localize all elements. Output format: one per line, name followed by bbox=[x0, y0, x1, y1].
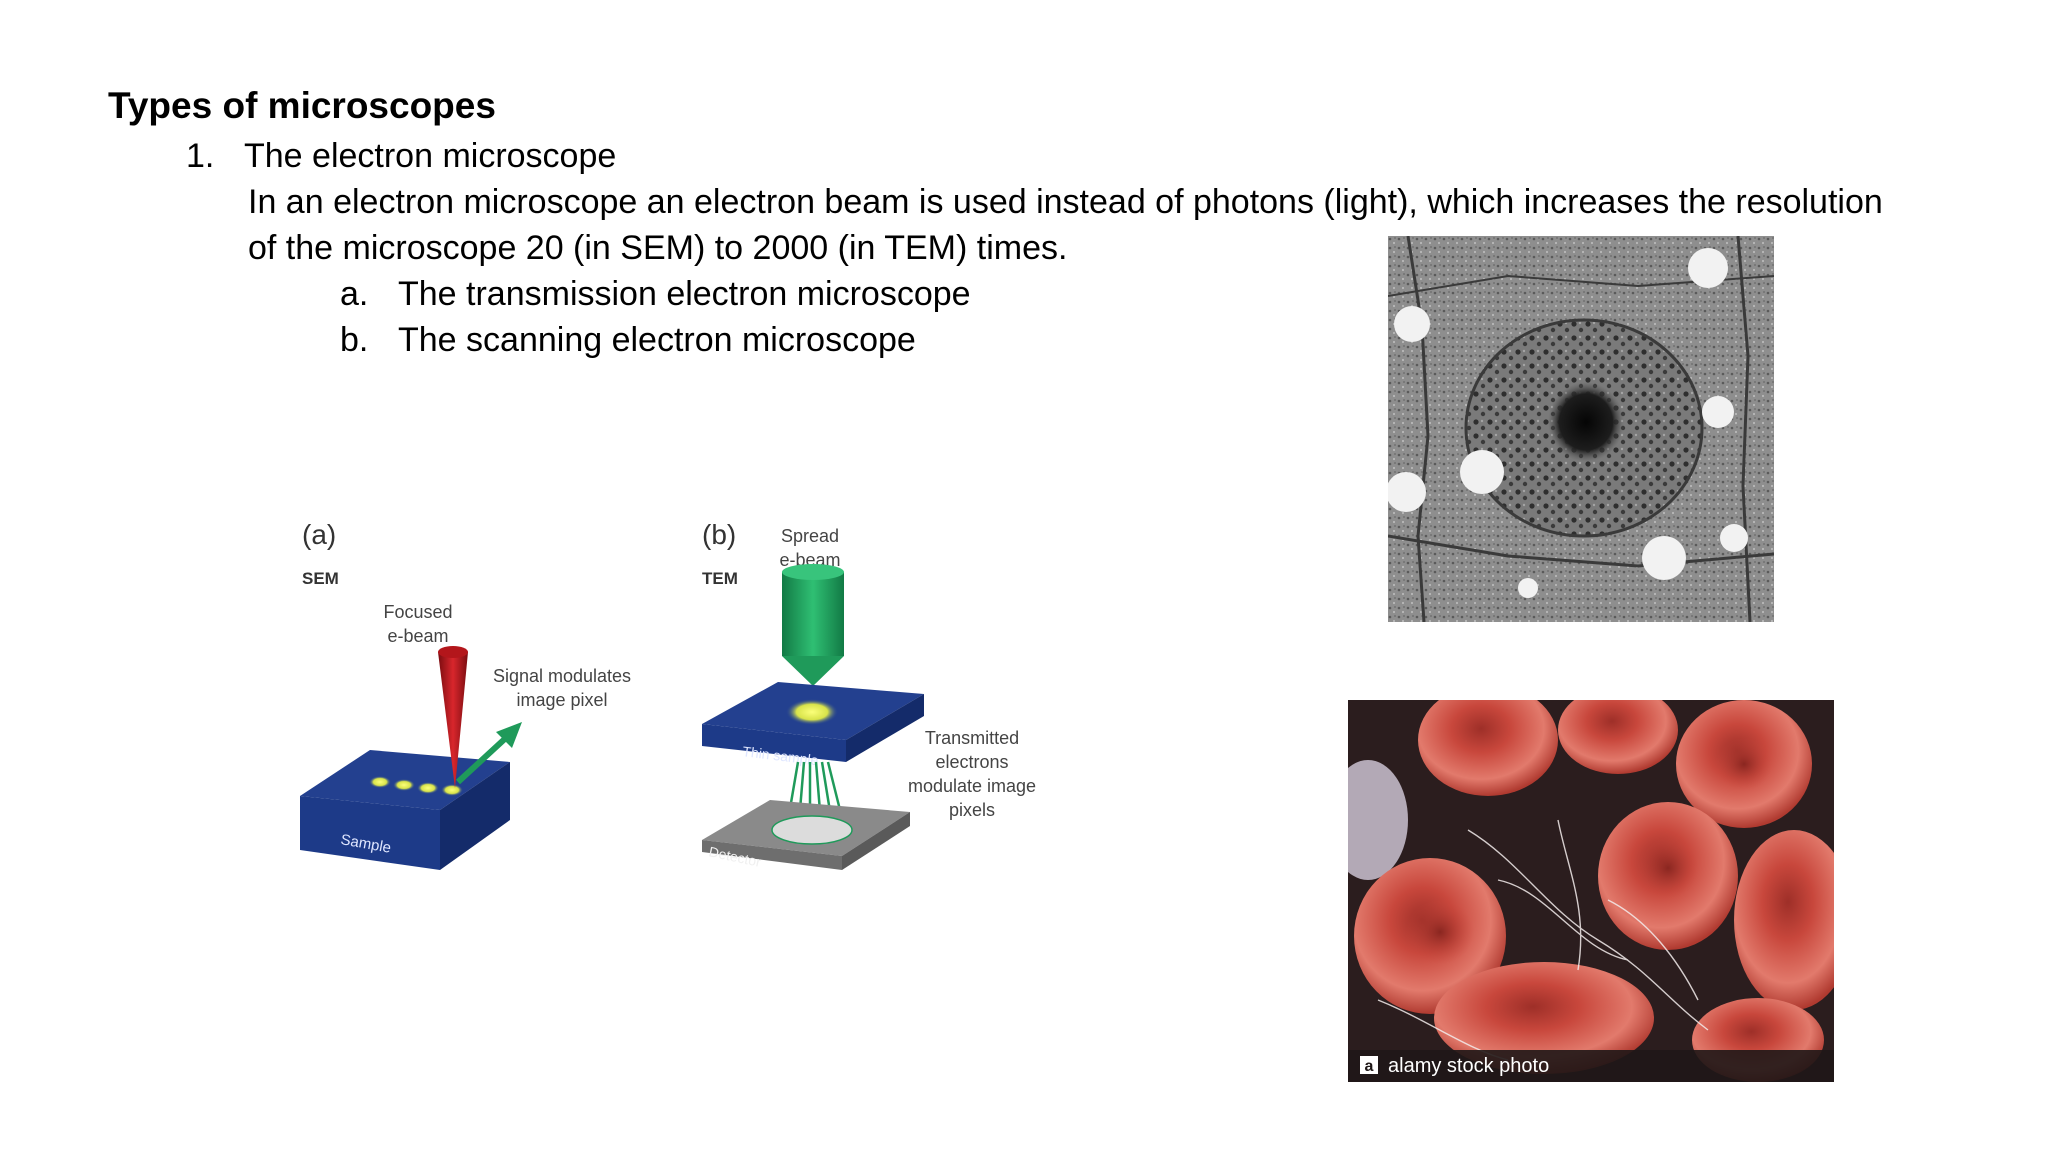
panel-b-sub: TEM bbox=[702, 569, 738, 588]
signal-label-2: image pixel bbox=[516, 690, 607, 710]
sub-item-tem: a. The transmission electron microscope bbox=[340, 271, 971, 317]
sub-item-letter: a. bbox=[340, 275, 369, 313]
watermark-logo: a bbox=[1365, 1058, 1374, 1075]
paragraph-line-2: of the microscope 20 (in SEM) to 2000 (i… bbox=[248, 229, 1068, 267]
spread-label-1: Spread bbox=[781, 526, 839, 546]
scan-spot bbox=[417, 782, 439, 794]
transmitted-label-2: electrons bbox=[935, 752, 1008, 772]
panel-a-sub: SEM bbox=[302, 569, 339, 588]
tem-cone bbox=[782, 656, 844, 686]
slide-title: Types of microscopes bbox=[108, 85, 496, 126]
list-item-electron-microscope: 1. The electron microscope bbox=[186, 133, 616, 179]
list-number: 1. bbox=[186, 137, 215, 175]
tem-spot bbox=[786, 699, 838, 725]
transmitted-label-4: pixels bbox=[949, 800, 995, 820]
transmitted-label-3: modulate image bbox=[908, 776, 1036, 796]
watermark-text: alamy stock photo bbox=[1388, 1055, 1549, 1077]
thin-sample-side bbox=[846, 694, 924, 762]
panel-b-label: (b) bbox=[702, 519, 736, 550]
signal-arrow-line bbox=[455, 733, 511, 785]
signal-label-1: Signal modulates bbox=[493, 666, 631, 686]
scan-spot bbox=[369, 776, 391, 788]
tem-column-top bbox=[782, 564, 844, 580]
panel-a-label: (a) bbox=[302, 519, 336, 550]
transmitted-label-1: Transmitted bbox=[925, 728, 1019, 748]
focused-beam-top bbox=[438, 646, 468, 658]
thin-sample-front bbox=[702, 724, 846, 762]
detector-side bbox=[842, 812, 910, 870]
tem-cell-micrograph bbox=[1388, 236, 1774, 622]
list-item-text: The electron microscope bbox=[244, 137, 617, 175]
sem-sample-front bbox=[300, 796, 440, 870]
focused-beam bbox=[438, 652, 468, 788]
focused-label-1: Focused bbox=[383, 602, 452, 622]
sub-item-sem: b. The scanning electron microscope bbox=[340, 317, 916, 363]
signal-arrow-head bbox=[496, 722, 522, 748]
sem-sample-side bbox=[440, 762, 510, 870]
sem-tem-diagram: (a) SEM Focused e-beam Signal modulates … bbox=[300, 519, 1036, 870]
sem-blood-cells-photo: a alamy stock photo bbox=[1348, 700, 1834, 1082]
detector-front bbox=[702, 840, 842, 870]
detector-spot bbox=[771, 815, 853, 845]
paragraph-line-1: In an electron microscope an electron be… bbox=[248, 183, 1883, 221]
scan-spot bbox=[441, 784, 463, 796]
sub-item-text: The scanning electron microscope bbox=[398, 321, 916, 359]
tem-column bbox=[782, 572, 844, 656]
scan-spot bbox=[393, 779, 415, 791]
sub-item-text: The transmission electron microscope bbox=[398, 275, 971, 313]
focused-label-2: e-beam bbox=[387, 626, 448, 646]
sub-item-letter: b. bbox=[340, 321, 369, 359]
